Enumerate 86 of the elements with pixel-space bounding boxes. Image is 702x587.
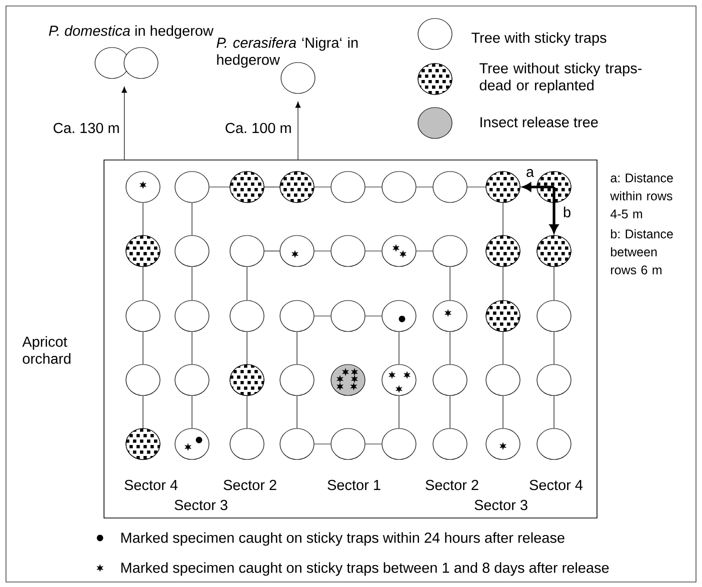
tree-circle [280, 300, 314, 332]
tree-circle [536, 300, 572, 332]
sector-label: Sector 3 [474, 500, 528, 510]
sector-label: Sector 3 [174, 500, 228, 510]
connecting-line [398, 332, 400, 364]
connecting-line [246, 266, 248, 300]
connecting-line [467, 186, 486, 188]
hedgerow-caption: P. cerasifera ‘Nigra‘ in hedgerow [216, 37, 358, 68]
connecting-line [142, 396, 144, 428]
dead-tree-circle [486, 171, 520, 203]
dead-tree-circle [486, 235, 520, 267]
legend-text: Marked specimen caught on sticky traps within 24 hours after release [121, 532, 564, 546]
legend-text: Tree without sticky traps- dead or replanted [480, 62, 642, 94]
connecting-line [296, 332, 298, 364]
edge-label: a [524, 168, 536, 178]
tree-circle [280, 364, 314, 396]
dead-tree-circle [230, 171, 264, 203]
dead-tree-circle [126, 235, 160, 267]
sector-label: Sector 2 [224, 480, 276, 490]
sector-label: Sector 4 [530, 480, 583, 490]
distance-arrow [522, 182, 554, 192]
dead-tree-circle [280, 171, 314, 203]
legend-text: Insect release tree [480, 116, 598, 128]
connecting-line [246, 396, 248, 428]
tree-circle [230, 428, 264, 460]
legend-text: Marked specimen caught on sticky traps between 1 and 8 days after release [121, 562, 609, 576]
tree-circle [330, 235, 366, 267]
orchard-label: Apricot orchard [22, 336, 70, 364]
connecting-line [502, 396, 504, 428]
connecting-line [416, 250, 433, 252]
connecting-line [264, 250, 280, 252]
hedgerow-caption: P. domestica in hedgerow [48, 25, 214, 39]
tree-circle [330, 300, 366, 332]
dead-tree-circle [230, 364, 264, 396]
tree-circle [230, 235, 264, 267]
sector-label: Sector 2 [426, 480, 478, 490]
distance-note: b: Distance between rows 6 m [611, 229, 673, 274]
tree-circle [174, 235, 210, 267]
dead-tree-circle [536, 235, 572, 267]
connecting-line [264, 186, 280, 188]
tree-circle [126, 364, 160, 396]
dead-tree-circle [536, 171, 572, 203]
distance-arrow [550, 187, 558, 233]
edge-label: Ca. 100 m [224, 122, 293, 134]
tree-circle [174, 364, 210, 396]
tree-circle [280, 428, 314, 460]
connecting-line [142, 202, 144, 236]
tree-circle [126, 300, 160, 332]
tree-circle [330, 428, 366, 460]
tree-circle [486, 364, 520, 396]
arrow [295, 102, 301, 160]
connecting-line [365, 250, 382, 252]
connecting-line [314, 186, 331, 188]
connecting-line [416, 186, 433, 188]
tree-circle [382, 171, 416, 203]
tree-circle [432, 235, 468, 267]
tree-circle [174, 300, 210, 332]
sector-label: Sector 4 [124, 480, 178, 490]
tree-circle [536, 428, 572, 460]
connecting-line [142, 332, 144, 364]
connecting-line [314, 250, 331, 252]
legend-text: Tree with sticky traps [472, 32, 606, 46]
arrow [122, 86, 128, 160]
tree-circle [230, 300, 264, 332]
connecting-line [502, 202, 504, 236]
connecting-line [502, 332, 504, 364]
tree-circle [382, 428, 416, 460]
connecting-line [296, 396, 298, 428]
tree-circle [432, 364, 468, 396]
tree-circle [124, 47, 158, 79]
dead-tree-circle [126, 428, 160, 460]
connecting-line [142, 266, 144, 300]
edge-label: Ca. 130 m [52, 122, 121, 134]
tree-circle [330, 171, 366, 203]
connecting-line [398, 396, 400, 428]
tree-circle [174, 171, 210, 203]
dead-tree-circle [486, 300, 520, 332]
edge-label: b [562, 206, 572, 218]
connecting-line [365, 186, 382, 188]
tree-circle [432, 171, 468, 203]
sector-label: Sector 1 [328, 480, 380, 490]
tree-circle [536, 364, 572, 396]
tree-circle [432, 428, 468, 460]
connecting-line [209, 186, 230, 188]
connecting-line [502, 266, 504, 300]
connecting-line [246, 332, 248, 364]
